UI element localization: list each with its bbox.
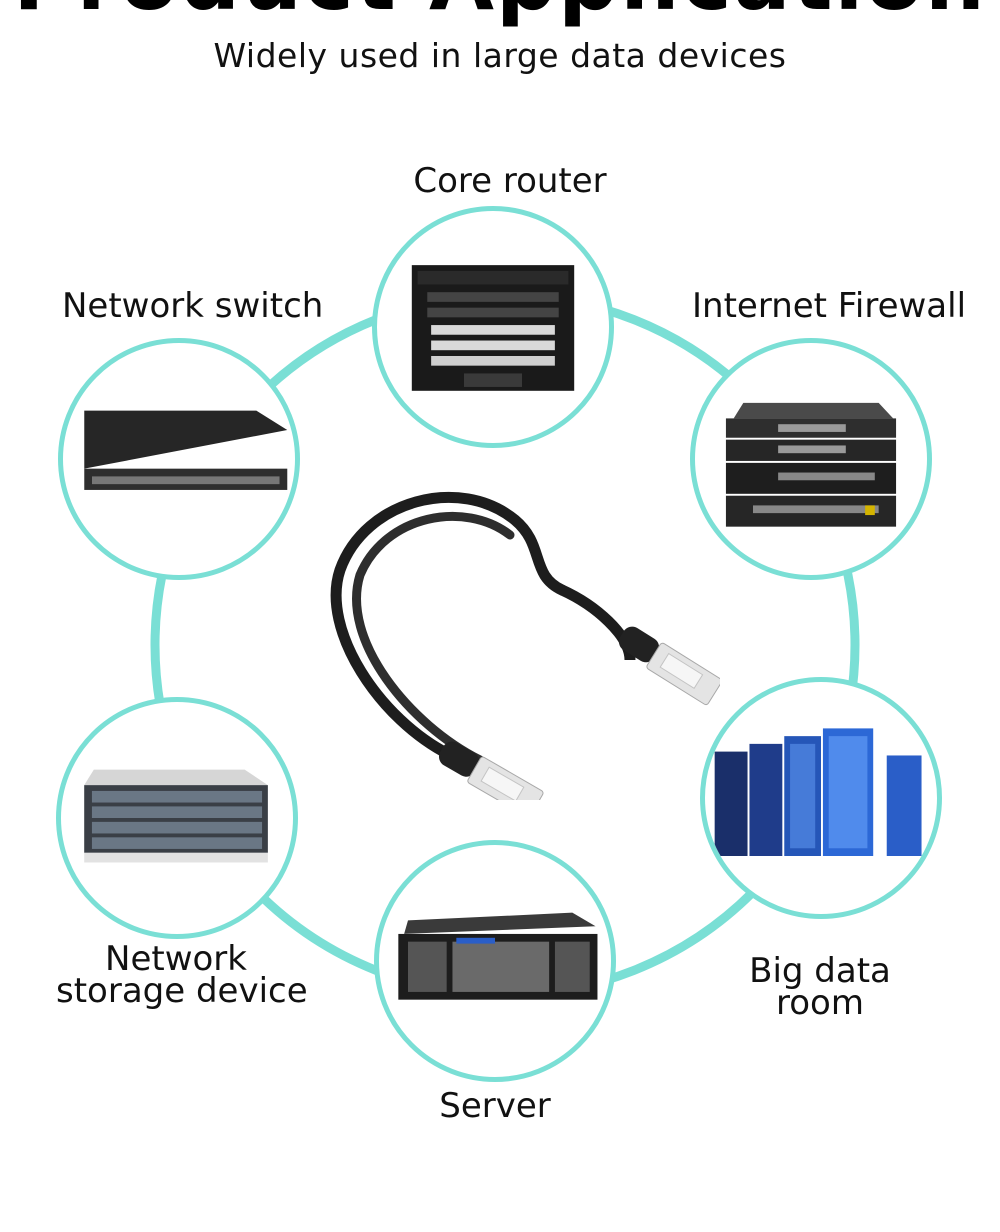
- internet-firewall-node: [690, 338, 932, 580]
- page-subtitle: Widely used in large data devices: [213, 36, 787, 75]
- big-data-room-label: Big data room: [700, 951, 940, 1023]
- core-router-image: [411, 265, 575, 391]
- network-switch-label: Network switch: [62, 286, 324, 326]
- network-switch-image: [84, 410, 288, 490]
- big-data-room-image: [714, 728, 922, 856]
- network-storage-label: Network storage device: [56, 939, 308, 1011]
- big-data-room-label-line1: Big data: [749, 951, 891, 991]
- server-label: Server: [439, 1086, 551, 1126]
- core-router-node: [372, 206, 614, 448]
- page-title: Product Application: [0, 0, 1000, 22]
- dac-cable-image: [330, 492, 720, 800]
- internet-firewall-image: [725, 402, 897, 527]
- server-image: [398, 912, 598, 1000]
- network-storage-label-line1: Network: [105, 939, 247, 979]
- network-storage-node: [56, 697, 298, 939]
- network-switch-node: [58, 338, 300, 580]
- big-data-room-label-line2: room: [776, 983, 864, 1023]
- network-storage-image: [84, 769, 268, 863]
- server-node: [374, 840, 616, 1082]
- core-router-label: Core router: [413, 161, 607, 201]
- network-storage-label-line2: storage device: [56, 971, 308, 1011]
- internet-firewall-label: Internet Firewall: [692, 286, 967, 326]
- big-data-room-node: [700, 677, 942, 919]
